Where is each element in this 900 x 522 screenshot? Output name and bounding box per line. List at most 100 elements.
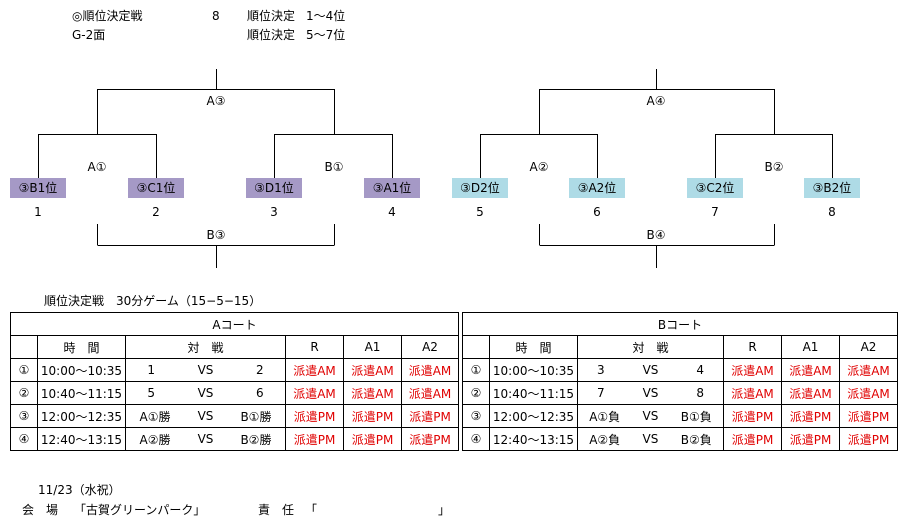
team-slot-5: ③D2位 [452,178,508,198]
venue-value: 「古賀グリーンパーク」 [74,503,206,517]
referee-a2: 派遣PM [839,427,898,451]
slot-number-6: 6 [593,205,601,219]
bracket-left-top-label: A③ [206,94,226,108]
bracket-left-left-label: A① [87,160,107,174]
referee-a1: 派遣PM [781,427,840,451]
team-slot-7: ③C2位 [687,178,743,198]
referee-a2: 派遣AM [839,358,898,382]
referee-a2: 派遣AM [839,381,898,405]
match-number: ① [462,358,490,382]
slot-number-8: 8 [828,205,836,219]
referee-r: 派遣PM [723,427,782,451]
col-a2: A2 [839,335,898,359]
rank2-label: 順位決定 [247,28,296,42]
bracket-right-bottom-label: B④ [646,228,666,242]
bracket-right-right-label: B② [764,160,784,174]
team-slot-8: ③B2位 [804,178,860,198]
col-time: 時 間 [37,335,126,359]
match-time: 10:00〜10:35 [489,358,578,382]
match-time: 12:00〜12:35 [489,404,578,428]
referee-a1: 派遣AM [343,358,402,382]
team-slot-2: ③C1位 [128,178,184,198]
team-slot-3: ③D1位 [246,178,302,198]
match-number: ④ [462,427,490,451]
slot-number-4: 4 [388,205,396,219]
col-match: 対 戦 [577,335,724,359]
bracket-left-right-label: B① [324,160,344,174]
referee-a2: 派遣PM [401,427,459,451]
court-a-header: Aコート [10,312,459,336]
referee-a2: 派遣PM [401,404,459,428]
rank1-value: 1〜4位 [306,9,346,23]
manager-open-bracket: 「 [305,503,318,517]
bracket-right-left-label: A② [529,160,549,174]
bracket-lines [38,69,833,268]
referee-r: 派遣AM [723,358,782,382]
slot-number-7: 7 [711,205,719,219]
match-number: ① [10,358,38,382]
referee-a2: 派遣AM [401,381,459,405]
match-time: 12:40〜13:15 [37,427,126,451]
match-time: 12:00〜12:35 [37,404,126,428]
header-number: 8 [212,9,220,23]
slot-number-5: 5 [476,205,484,219]
rank1-label: 順位決定 [247,9,296,23]
team-slot-6: ③A2位 [569,178,625,198]
col-a1: A1 [781,335,840,359]
schedule-title: 順位決定戦 [44,294,105,308]
bracket-right-top-label: A④ [646,94,666,108]
referee-r: 派遣AM [723,381,782,405]
bracket-left-bottom-label: B③ [206,228,226,242]
match-number: ③ [462,404,490,428]
referee-r: 派遣PM [285,427,344,451]
slot-number-2: 2 [152,205,160,219]
col-r: R [723,335,782,359]
team-slot-1: ③B1位 [10,178,66,198]
match-time: 10:00〜10:35 [37,358,126,382]
column-header-row: 時 間 対 戦 R A1 A2 時 間 対 戦 R A1 A2 [10,335,898,359]
col-a1: A1 [343,335,402,359]
match-number: ④ [10,427,38,451]
col-time: 時 間 [489,335,578,359]
venue-label: 会 場 [22,503,59,517]
match-number: ② [462,381,490,405]
court-label: G-2面 [72,28,106,42]
match-number: ③ [10,404,38,428]
match-number: ② [10,381,38,405]
manager-close-bracket: 」 [438,503,451,517]
match-time: 10:40〜11:15 [37,381,126,405]
referee-r: 派遣PM [723,404,782,428]
col-match: 対 戦 [125,335,286,359]
referee-a2: 派遣PM [839,404,898,428]
manager-label: 責 任 [258,503,295,517]
rank2-value: 5〜7位 [306,28,346,42]
team-slot-4: ③A1位 [364,178,420,198]
match-time: 10:40〜11:15 [489,381,578,405]
referee-a1: 派遣AM [781,358,840,382]
header-title: ◎順位決定戦 [72,9,143,23]
referee-a1: 派遣AM [781,381,840,405]
referee-a1: 派遣AM [343,381,402,405]
referee-a1: 派遣PM [343,404,402,428]
court-b-header: Bコート [462,312,898,336]
referee-a1: 派遣PM [781,404,840,428]
slot-number-1: 1 [34,205,42,219]
footer-date: 11/23（水祝） [38,483,121,497]
match-time: 12:40〜13:15 [489,427,578,451]
slot-number-3: 3 [270,205,278,219]
col-r: R [285,335,344,359]
referee-r: 派遣AM [285,358,344,382]
referee-r: 派遣AM [285,381,344,405]
court-header-row: Aコート Bコート [10,312,898,336]
